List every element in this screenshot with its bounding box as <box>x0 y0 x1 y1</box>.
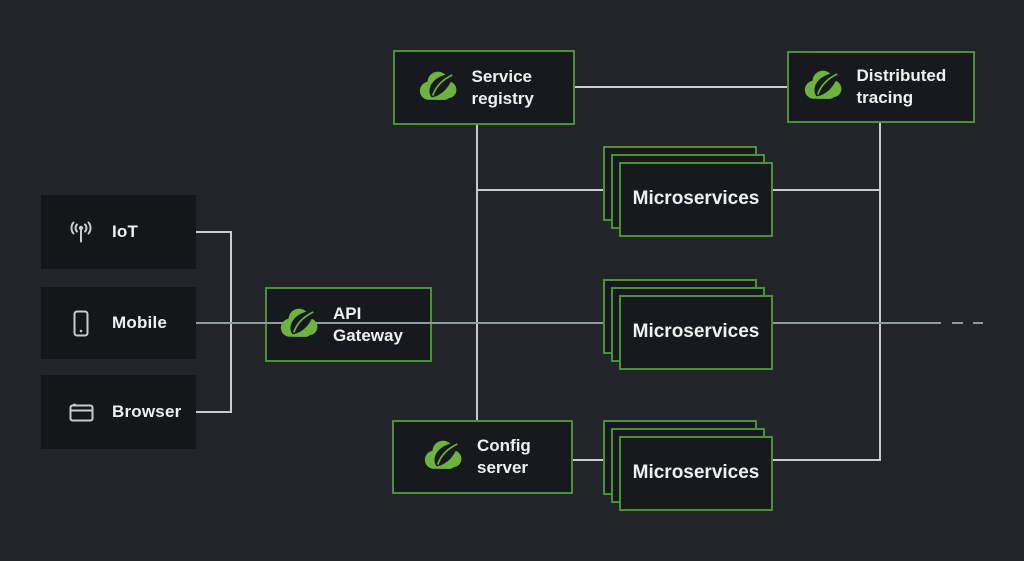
microservices-stack-bottom: Microservices <box>603 420 773 511</box>
node-api-gateway: API Gateway <box>265 287 432 362</box>
node-distributed-tracing: Distributed tracing <box>787 51 975 123</box>
continuation-dash-1 <box>952 322 963 324</box>
spring-cloud-icon <box>417 68 459 108</box>
connector-iot <box>196 231 232 233</box>
connector-registry-vertical <box>476 124 478 420</box>
antenna-icon <box>65 220 97 244</box>
browser-window-icon <box>65 403 97 422</box>
node-mobile: Mobile <box>41 287 196 359</box>
node-browser: Browser <box>41 375 196 449</box>
connector-tracing-vertical <box>879 122 881 461</box>
stack-label: Microservices <box>632 188 760 210</box>
connector-main-left <box>196 322 604 324</box>
connector-bottom-stack-right <box>771 459 881 461</box>
stack-card-front: Microservices <box>619 436 773 511</box>
connector-browser <box>196 411 232 413</box>
node-label: Service registry <box>471 66 534 108</box>
connector-config-to-stack <box>573 459 604 461</box>
node-label: API Gateway <box>333 303 403 345</box>
microservices-stack-top: Microservices <box>603 146 773 237</box>
spring-cloud-icon <box>422 437 464 477</box>
spring-cloud-icon <box>802 67 844 107</box>
stack-card-front: Microservices <box>619 295 773 370</box>
smartphone-icon <box>65 310 97 337</box>
node-config-server: Config server <box>392 420 573 494</box>
connector-top-branch-left <box>477 189 603 191</box>
spring-cloud-icon <box>278 305 320 345</box>
stack-label: Microservices <box>632 321 760 343</box>
node-label: Browser <box>112 402 182 422</box>
node-label: IoT <box>112 222 139 242</box>
node-label: Distributed tracing <box>856 66 947 107</box>
node-label: Mobile <box>112 313 168 333</box>
connector-top-branch-right <box>771 189 880 191</box>
node-label: Config server <box>477 436 531 477</box>
connector-main-right <box>771 322 941 324</box>
microservices-stack-middle: Microservices <box>603 279 773 370</box>
node-service-registry: Service registry <box>393 50 575 125</box>
stack-label: Microservices <box>632 462 760 484</box>
connector-registry-to-tracing <box>575 86 787 88</box>
continuation-dash-2 <box>973 322 983 324</box>
stack-card-front: Microservices <box>619 162 773 237</box>
node-iot: IoT <box>41 195 196 269</box>
